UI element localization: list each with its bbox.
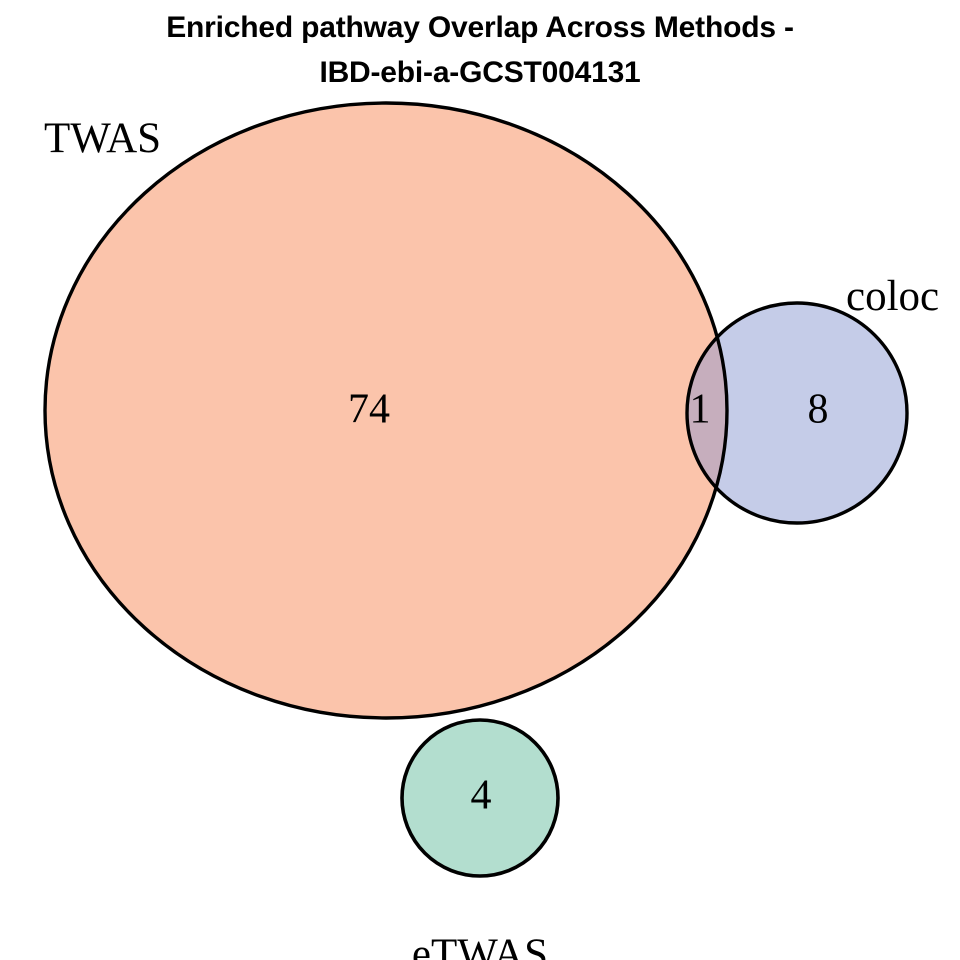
chart-title: Enriched pathway Overlap Across Methods …	[0, 0, 960, 95]
count-etwas-only: 4	[471, 773, 492, 819]
count-twas-only: 74	[348, 387, 390, 433]
chart-title-line-1: Enriched pathway Overlap Across Methods …	[166, 11, 794, 44]
region-etwas-only	[400, 718, 560, 878]
chart-title-line-2: IBD-ebi-a-GCST004131	[319, 56, 641, 89]
set-label-coloc: coloc	[846, 273, 939, 320]
twas-circle-outline	[43, 101, 729, 720]
set-label-twas: TWAS	[44, 115, 161, 162]
count-coloc-only: 8	[808, 387, 829, 433]
coloc-circle-outline	[685, 301, 909, 525]
region-coloc-only	[687, 303, 907, 523]
count-twas-coloc-intersection: 1	[690, 387, 711, 433]
region-twas-only	[45, 103, 727, 718]
set-label-etwas: eTWAS	[412, 931, 548, 960]
